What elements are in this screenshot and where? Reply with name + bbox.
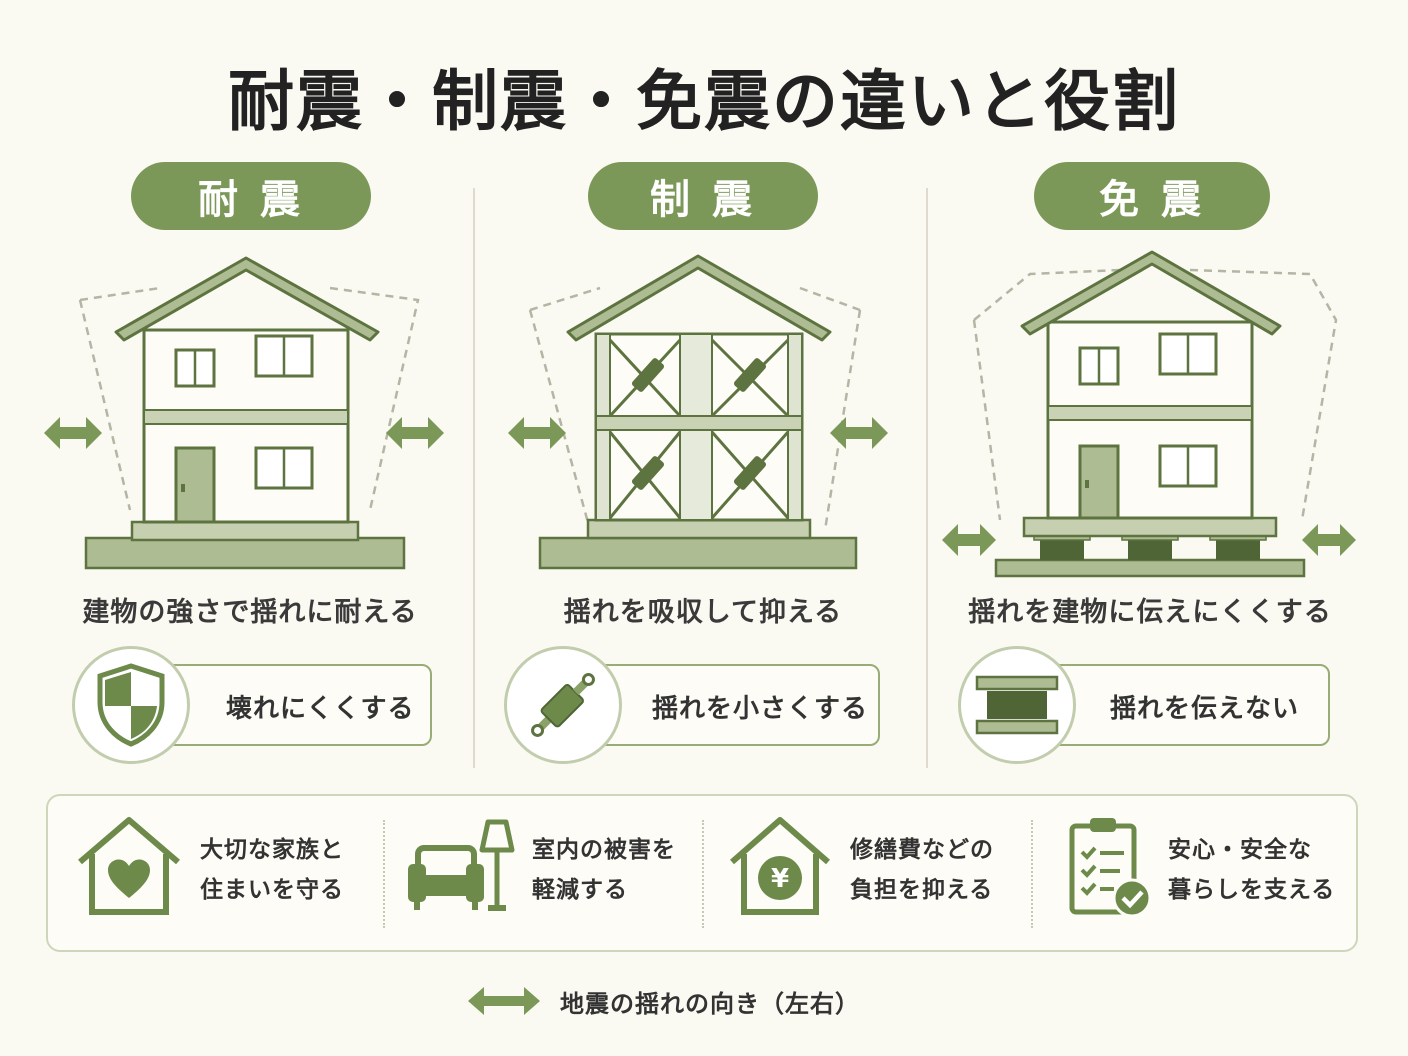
seishin-feature: 揺れを小さくする (652, 694, 869, 724)
clipboard-check-icon (1069, 818, 1152, 918)
legend-label: 地震の揺れの向き（左右） (560, 990, 860, 1018)
benefit-divider (383, 820, 385, 928)
benefit-cost-text: 修繕費などの 負担を抑える (850, 830, 994, 910)
seishin-feature-box (580, 664, 880, 746)
benefit-divider (1031, 820, 1033, 928)
house-heart-icon (78, 817, 180, 915)
page-title: 耐震・制震・免震の違いと役割 (228, 63, 1180, 140)
tab-seishin: 制 震 (588, 162, 818, 230)
taishin-feature-box (150, 664, 432, 746)
column-divider (473, 188, 475, 768)
seishin-frame-illustration (508, 254, 888, 570)
benefit-line: 安心・安全な (1168, 837, 1312, 863)
menshin-description: 揺れを建物に伝えにくくする (968, 597, 1332, 628)
taishin-description: 建物の強さで揺れに耐える (82, 597, 418, 628)
menshin-feature-box (1030, 664, 1330, 746)
taishin-feature: 壊れにくくする (226, 694, 415, 724)
sofa-lamp-icon (408, 819, 515, 911)
shield-icon (97, 663, 165, 747)
benefit-line: 軽減する (532, 877, 628, 903)
taishin-feature-circle (72, 646, 190, 764)
benefit-line: 住まいを守る (200, 877, 344, 903)
svg-text:¥: ¥ (771, 864, 789, 894)
benefit-line: 負担を抑える (850, 877, 994, 903)
benefit-interior-text: 室内の被害を 軽減する (532, 830, 676, 910)
menshin-feature-circle (958, 646, 1076, 764)
seishin-feature-circle (504, 646, 622, 764)
seishin-description: 揺れを吸収して抑える (563, 597, 843, 628)
taishin-house-illustration (44, 256, 444, 570)
damper-icon (531, 673, 595, 737)
benefit-line: 大切な家族と (200, 837, 344, 863)
double-arrow-icon (468, 987, 540, 1015)
benefit-line: 室内の被害を (532, 837, 676, 863)
benefit-divider (702, 820, 704, 928)
benefit-line: 暮らしを支える (1168, 877, 1336, 903)
benefit-safety-text: 安心・安全な 暮らしを支える (1168, 830, 1335, 910)
tab-menshin: 免 震 (1034, 162, 1270, 230)
isolator-bearing-icon (975, 675, 1059, 735)
benefit-line: 修繕費などの (850, 837, 994, 863)
house-yen-icon: ¥ (730, 817, 830, 915)
benefit-family-text: 大切な家族と 住まいを守る (200, 830, 344, 910)
column-divider (926, 188, 928, 768)
menshin-feature: 揺れを伝えない (1110, 694, 1300, 724)
tab-taishin: 耐 震 (131, 162, 371, 230)
menshin-house-illustration (942, 250, 1356, 578)
